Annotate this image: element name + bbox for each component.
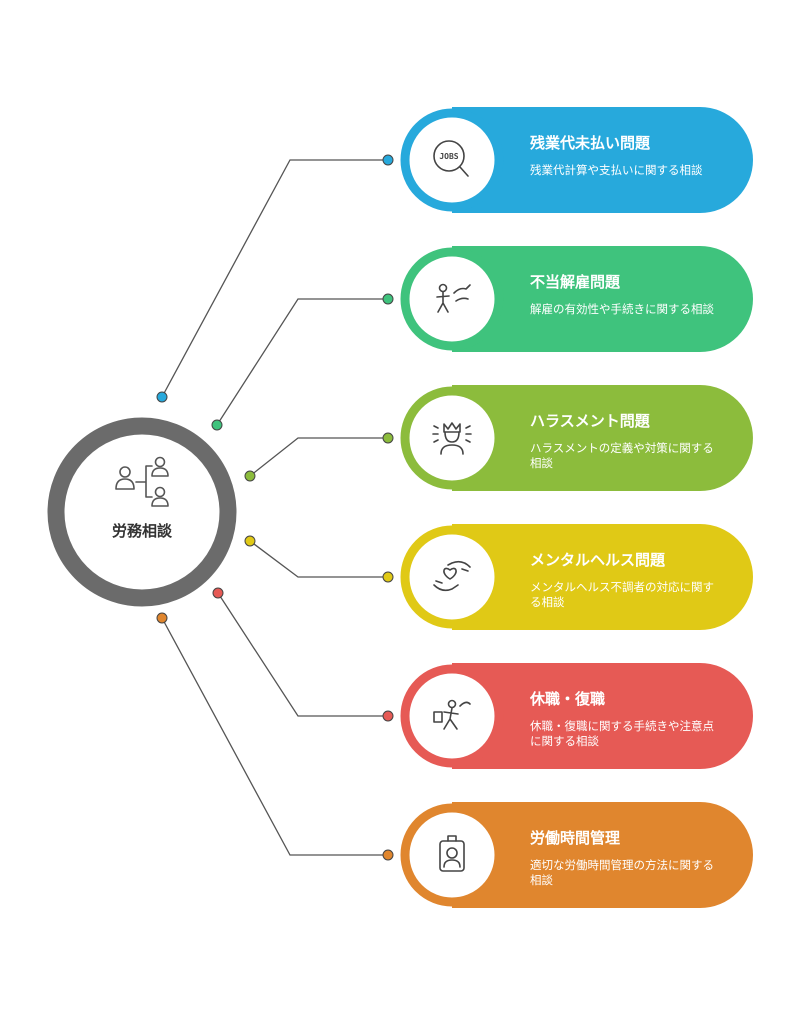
- card-dot-2: [382, 293, 394, 305]
- leave-return-icon: [433, 699, 471, 730]
- card-pill: [452, 107, 753, 213]
- jobs-icon-text: JOBS: [439, 152, 458, 161]
- center-ring: [47, 417, 237, 607]
- connector-1: [161, 159, 388, 398]
- card-dot-1: [382, 154, 394, 166]
- topic-card-5: [400, 663, 753, 769]
- card-pill: [452, 385, 753, 491]
- card-description: メンタルヘルス不調者の対応に関する相談: [530, 580, 714, 609]
- connector-6: [161, 617, 388, 856]
- card-description: 適切な労働時間管理の方法に関する相談: [530, 858, 714, 887]
- card-icon-ring: [400, 803, 504, 907]
- card-icon-ring: [400, 247, 504, 351]
- hub-dot-6: [156, 612, 168, 624]
- org-chart-people-icon: [115, 456, 169, 507]
- center-label: 労務相談: [111, 522, 172, 540]
- heart-hands-icon: [433, 560, 471, 592]
- card-icon-ring: [400, 108, 504, 212]
- dismissal-kick-icon: [436, 283, 471, 313]
- connectors: [156, 154, 394, 861]
- connector-2: [216, 298, 388, 426]
- card-title: ハラスメント問題: [530, 412, 650, 430]
- card-icon-ring: [400, 664, 504, 768]
- card-title: 労働時間管理: [530, 829, 621, 847]
- card-pill: [452, 246, 753, 352]
- hub-dot-4: [244, 535, 256, 547]
- card-pill: [452, 524, 753, 630]
- center-node: [47, 417, 237, 607]
- card-title: 休職・復職: [530, 690, 606, 708]
- hub-dot-2: [211, 419, 223, 431]
- card-pill: [452, 663, 753, 769]
- card-dot-6: [382, 849, 394, 861]
- hub-dot-5: [212, 587, 224, 599]
- card-title: 不当解雇問題: [530, 273, 621, 291]
- topic-cards: JOBS: [400, 107, 753, 908]
- employee-badge-icon: [439, 835, 465, 872]
- connector-5: [217, 592, 388, 717]
- jobs-search-icon: JOBS: [433, 140, 469, 177]
- connector-4: [249, 540, 388, 578]
- card-dot-4: [382, 571, 394, 583]
- topic-card-3: [400, 385, 753, 491]
- hub-dot-1: [156, 391, 168, 403]
- topic-card-4: [400, 524, 753, 630]
- card-icon-ring: [400, 386, 504, 490]
- card-dot-3: [382, 432, 394, 444]
- card-title: メンタルヘルス問題: [530, 551, 666, 569]
- stressed-person-icon: [432, 422, 472, 455]
- hub-dot-3: [244, 470, 256, 482]
- card-description: 残業代計算や支払いに関する相談: [530, 163, 703, 177]
- connector-3: [249, 437, 388, 477]
- card-pill: [452, 802, 753, 908]
- card-description: ハラスメントの定義や対策に関する相談: [530, 441, 714, 470]
- topic-card-6: [400, 802, 753, 908]
- card-dot-5: [382, 710, 394, 722]
- card-title: 残業代未払い問題: [530, 134, 651, 152]
- topic-card-1: JOBS: [400, 107, 753, 213]
- topic-card-2: [400, 246, 753, 352]
- card-description: 休職・復職に関する手続きや注意点に関する相談: [530, 719, 714, 748]
- card-description: 解雇の有効性や手続きに関する相談: [530, 302, 714, 316]
